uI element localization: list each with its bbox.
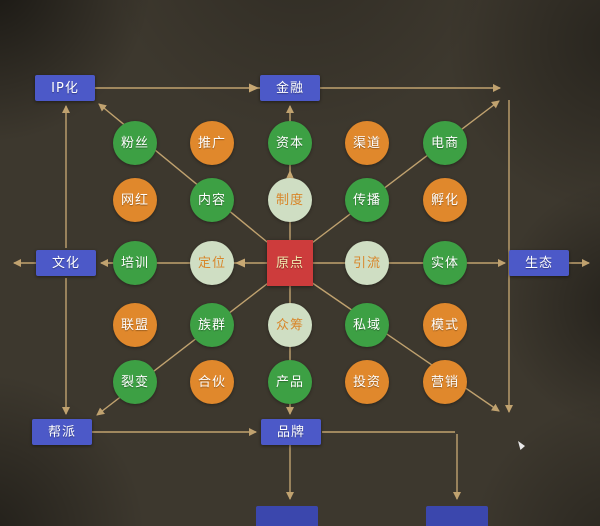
node-culture-label: 文化 xyxy=(51,255,80,271)
node-entity: 实体 xyxy=(423,241,467,285)
node-marketing: 营销 xyxy=(423,360,467,404)
node-private-domain-label: 私域 xyxy=(352,317,381,333)
node-promotion-label: 推广 xyxy=(197,135,226,151)
node-brand-label: 品牌 xyxy=(276,424,305,440)
node-investment: 投资 xyxy=(345,360,389,404)
cursor-artifact xyxy=(518,441,525,450)
node-model-label: 模式 xyxy=(430,317,459,333)
node-incubation-label: 孵化 xyxy=(430,192,459,208)
node-fans-label: 粉丝 xyxy=(120,135,149,151)
node-ecology-label: 生态 xyxy=(524,255,553,271)
node-channel: 渠道 xyxy=(345,121,389,165)
node-positioning: 定位 xyxy=(190,241,234,285)
node-gang: 帮派 xyxy=(32,419,92,445)
node-tribe: 族群 xyxy=(190,303,234,347)
node-system: 制度 xyxy=(268,178,312,222)
node-spread-label: 传播 xyxy=(352,192,381,208)
node-ip: IP化 xyxy=(35,75,95,101)
node-ecology: 生态 xyxy=(509,250,569,276)
node-content-label: 内容 xyxy=(197,192,226,208)
node-alliance-label: 联盟 xyxy=(120,317,149,333)
node-content: 内容 xyxy=(190,178,234,222)
node-brand: 品牌 xyxy=(261,419,321,445)
node-fans: 粉丝 xyxy=(113,121,157,165)
node-origin: 原点 xyxy=(267,240,313,286)
node-culture: 文化 xyxy=(36,250,96,276)
node-capital-label: 资本 xyxy=(275,135,304,151)
node-bottom-partial-1 xyxy=(256,506,318,526)
node-origin-label: 原点 xyxy=(275,255,304,271)
node-finance-label: 金融 xyxy=(275,80,304,96)
node-system-label: 制度 xyxy=(275,192,304,208)
node-influencer-label: 网红 xyxy=(120,192,149,208)
node-capital: 资本 xyxy=(268,121,312,165)
node-private-domain: 私域 xyxy=(345,303,389,347)
node-crowdfunding: 众筹 xyxy=(268,303,312,347)
node-training: 培训 xyxy=(113,241,157,285)
node-ecommerce-label: 电商 xyxy=(430,135,459,151)
node-promotion: 推广 xyxy=(190,121,234,165)
node-crowdfunding-label: 众筹 xyxy=(275,317,304,333)
node-bottom-partial-2 xyxy=(426,506,488,526)
node-fission: 裂变 xyxy=(113,360,157,404)
node-ecommerce: 电商 xyxy=(423,121,467,165)
node-fission-label: 裂变 xyxy=(120,374,149,390)
node-tribe-label: 族群 xyxy=(197,317,226,333)
node-product: 产品 xyxy=(268,360,312,404)
node-positioning-label: 定位 xyxy=(197,255,226,271)
node-ip-label: IP化 xyxy=(51,80,79,96)
node-channel-label: 渠道 xyxy=(352,135,381,151)
node-traffic: 引流 xyxy=(345,241,389,285)
node-entity-label: 实体 xyxy=(430,255,459,271)
node-alliance: 联盟 xyxy=(113,303,157,347)
node-training-label: 培训 xyxy=(120,255,149,271)
node-partnership: 合伙 xyxy=(190,360,234,404)
node-marketing-label: 营销 xyxy=(430,374,459,390)
node-spread: 传播 xyxy=(345,178,389,222)
node-investment-label: 投资 xyxy=(352,374,381,390)
node-finance: 金融 xyxy=(260,75,320,101)
node-gang-label: 帮派 xyxy=(47,424,76,440)
node-traffic-label: 引流 xyxy=(352,255,381,271)
node-influencer: 网红 xyxy=(113,178,157,222)
node-partnership-label: 合伙 xyxy=(197,374,226,390)
node-product-label: 产品 xyxy=(275,374,304,390)
node-incubation: 孵化 xyxy=(423,178,467,222)
node-model: 模式 xyxy=(423,303,467,347)
